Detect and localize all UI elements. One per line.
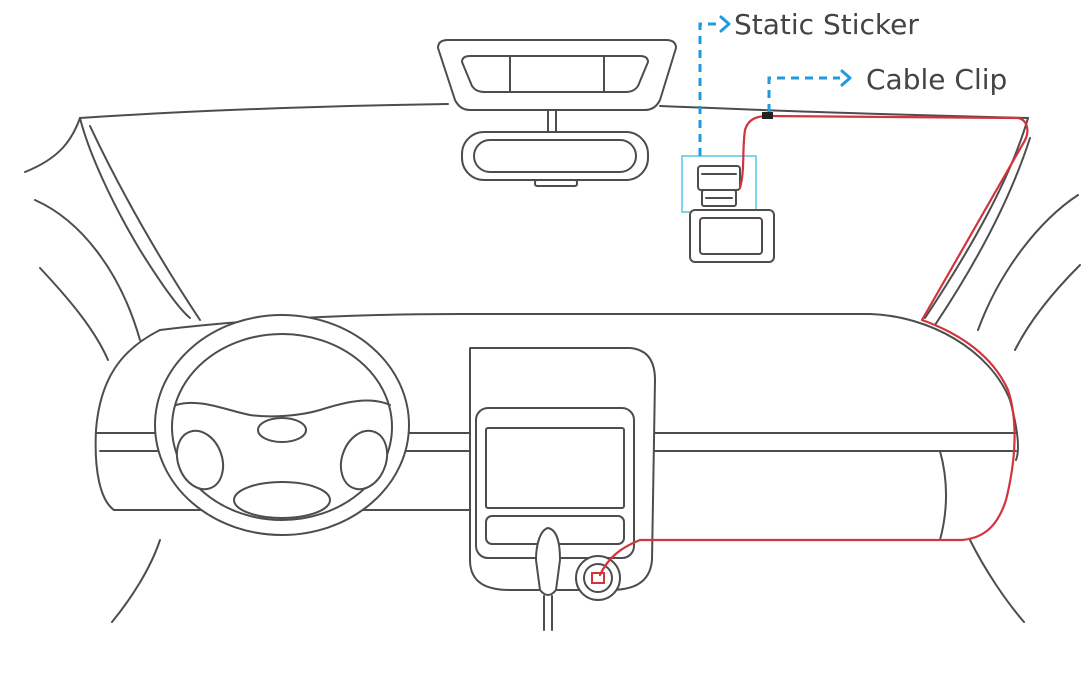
arrow-right-icon: [840, 69, 852, 87]
right-a-pillar: [924, 117, 1081, 351]
center-console: [469, 347, 656, 631]
static-sticker-callout: Static Sticker: [698, 8, 919, 156]
arrow-right-icon: [719, 15, 731, 33]
dash-cam-icon: [681, 155, 775, 263]
cable-clip-callout: Cable Clip: [767, 63, 1007, 112]
left-a-pillar: [34, 199, 141, 361]
steering-wheel: [154, 314, 410, 536]
static-sticker-label: Static Sticker: [734, 8, 919, 41]
power-socket-icon: [575, 555, 621, 601]
cable-clip-marker: [762, 112, 773, 119]
rearview-mirror: [437, 39, 677, 187]
power-cable: [598, 114, 1029, 577]
cable-clip-label: Cable Clip: [866, 63, 1007, 96]
